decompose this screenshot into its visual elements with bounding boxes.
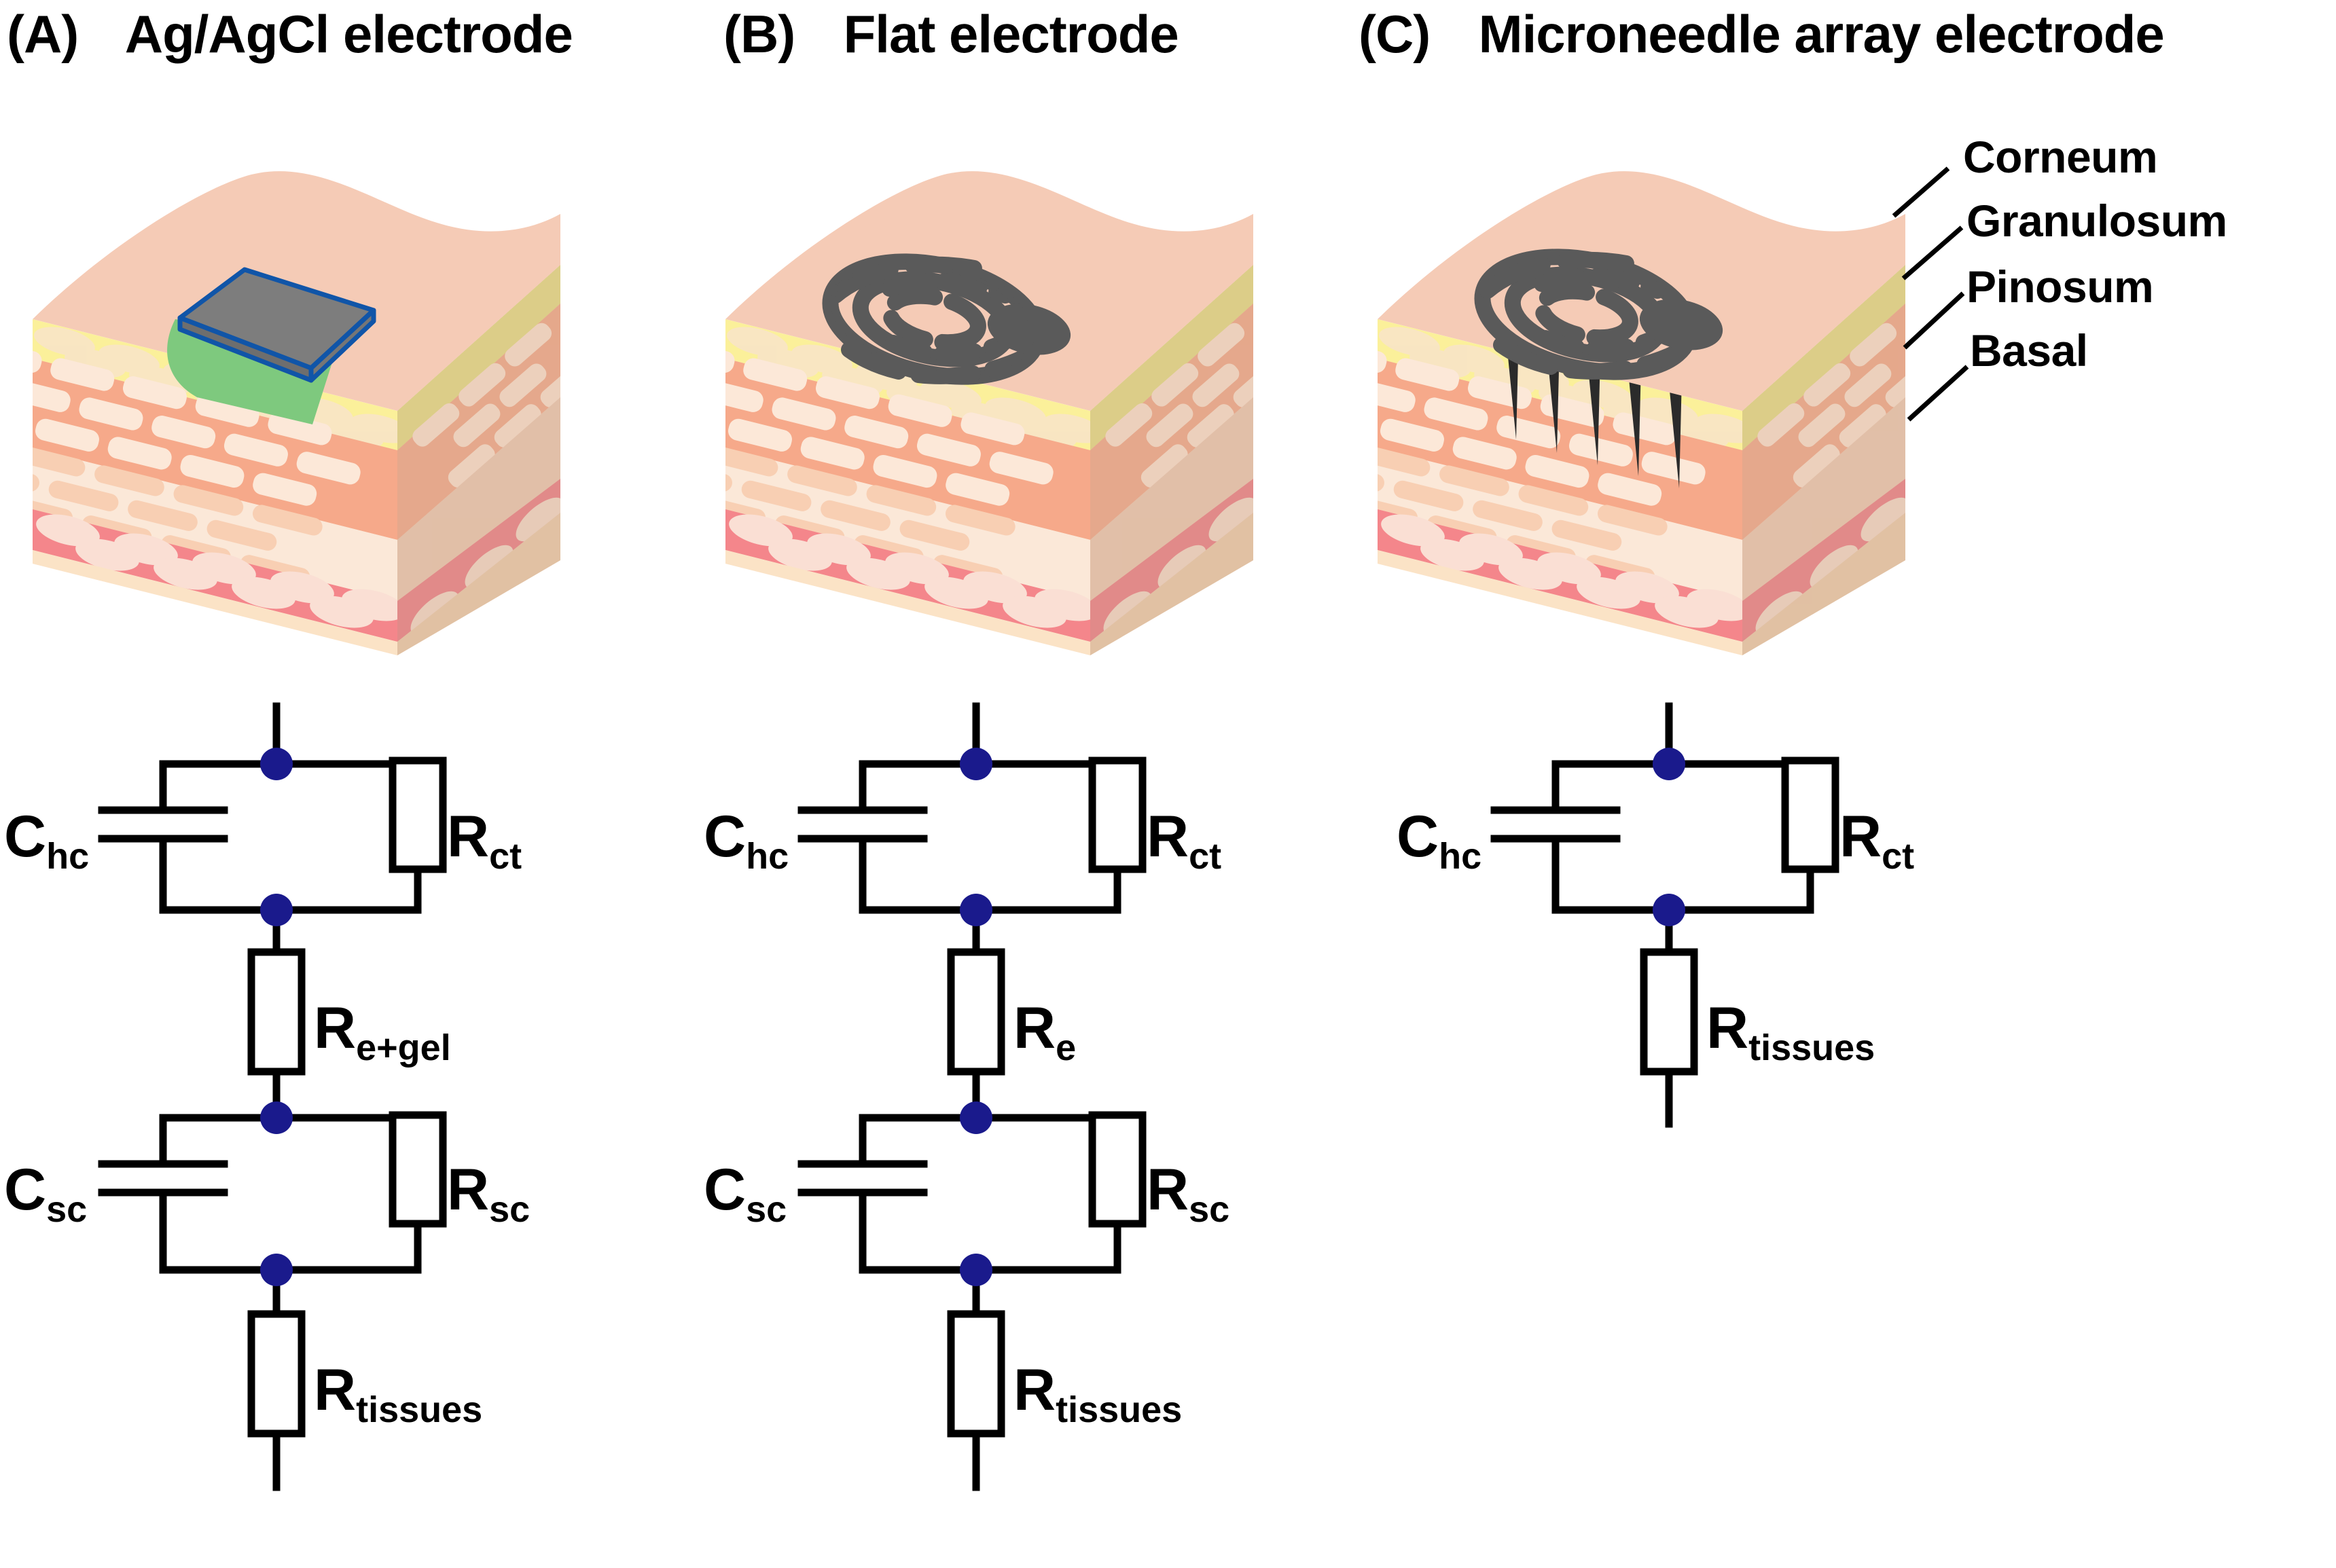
circuit-b xyxy=(797,702,1147,1491)
res-subscript: tissues xyxy=(356,1389,483,1431)
label-b-csc: Csc xyxy=(704,1156,787,1230)
circuit-node xyxy=(260,1254,293,1286)
res-symbol: R xyxy=(1013,1357,1056,1423)
cap-symbol: C xyxy=(704,804,747,869)
panel-b-tag: (B) xyxy=(723,4,795,64)
circuit-node xyxy=(960,748,992,780)
circuit-c xyxy=(1490,702,1839,1128)
res-subscript: e xyxy=(1056,1027,1077,1069)
circuit-node xyxy=(1653,894,1685,926)
label-c-rtissues: Rtissues xyxy=(1706,995,1875,1069)
cap-subscript: sc xyxy=(46,1189,88,1230)
cap-subscript: hc xyxy=(1439,836,1482,877)
panel-c-title-text: Microneedle array electrode xyxy=(1478,4,2165,64)
panel-b-title: (B) Flat electrode xyxy=(723,3,1179,65)
label-c-rct: Rct xyxy=(1839,803,1914,877)
res-subscript: tissues xyxy=(1748,1027,1875,1069)
circuit-node xyxy=(960,894,992,926)
skin-layer-label-granulosum: Granulosum xyxy=(1966,196,2227,246)
cap-symbol: C xyxy=(1397,804,1439,869)
cap-subscript: hc xyxy=(46,836,90,877)
res-symbol: R xyxy=(1013,996,1056,1061)
circuit-a xyxy=(98,702,447,1491)
cap-subscript: sc xyxy=(746,1189,787,1230)
label-c-chc: Chc xyxy=(1397,803,1481,877)
label-a-rtissues: Rtissues xyxy=(314,1357,482,1431)
label-b-rtissues: Rtissues xyxy=(1013,1357,1182,1431)
leader-line-granulosum xyxy=(1901,225,1964,280)
label-a-rct-text: Rct xyxy=(447,803,522,877)
res-subscript: e+gel xyxy=(356,1027,451,1069)
label-a-csc: Csc xyxy=(4,1156,87,1230)
res-symbol: R xyxy=(447,804,490,869)
skin-layer-label-basal: Basal xyxy=(1970,325,2088,376)
res-symbol: R xyxy=(447,1157,490,1222)
skin-block-a xyxy=(27,126,625,682)
label-a-rsc: Rsc xyxy=(447,1156,530,1230)
ag-agcl-electrode-icon xyxy=(177,267,376,383)
skin-layer-label-pinosum: Pinosum xyxy=(1966,261,2154,312)
skin-block-b xyxy=(720,126,1318,682)
cap-symbol: C xyxy=(704,1157,747,1222)
leader-line-basal xyxy=(1907,365,1969,422)
panel-b-title-text: Flat electrode xyxy=(843,4,1179,64)
panel-a-title-text: Ag/AgCl electrode xyxy=(124,4,573,64)
circuit-node xyxy=(960,1254,992,1286)
label-a-chc: Chc xyxy=(4,803,89,877)
label-b-re: Re xyxy=(1013,995,1076,1069)
res-symbol: R xyxy=(314,1357,357,1423)
res-subscript: tissues xyxy=(1056,1389,1183,1431)
leader-line-pinosum xyxy=(1903,291,1965,350)
res-symbol: R xyxy=(314,996,357,1061)
skin-layer-label-corneum: Corneum xyxy=(1963,132,2158,182)
panel-c-tag: (C) xyxy=(1359,4,1431,64)
leader-line-corneum xyxy=(1892,166,1950,218)
circuit-node xyxy=(1653,748,1685,780)
label-b-chc: Chc xyxy=(704,803,789,877)
panel-a-tag: (A) xyxy=(7,4,79,64)
res-symbol: R xyxy=(1706,996,1749,1061)
cap-subscript: hc xyxy=(746,836,789,877)
skin-layer-leaders xyxy=(1892,166,1969,422)
skin-block-c xyxy=(1372,126,1970,682)
res-subscript: ct xyxy=(1882,836,1915,877)
panel-a-title: (A) Ag/AgCl electrode xyxy=(7,3,573,65)
circuit-node xyxy=(260,1101,293,1134)
res-symbol: R xyxy=(1147,804,1189,869)
panel-c-title: (C) Microneedle array electrode xyxy=(1359,3,2165,65)
circuit-node xyxy=(260,748,293,780)
label-a-regel: Re+gel xyxy=(314,995,451,1069)
res-subscript: sc xyxy=(1189,1189,1230,1230)
res-subscript: ct xyxy=(489,836,522,877)
res-subscript: ct xyxy=(1189,836,1222,877)
cap-symbol: C xyxy=(4,804,47,869)
circuit-node xyxy=(960,1101,992,1134)
label-b-rct: Rct xyxy=(1147,803,1221,877)
res-subscript: sc xyxy=(489,1189,531,1230)
circuit-node xyxy=(260,894,293,926)
res-symbol: R xyxy=(1839,804,1882,869)
res-symbol: R xyxy=(1147,1157,1189,1222)
cap-symbol: C xyxy=(4,1157,47,1222)
label-b-rsc: Rsc xyxy=(1147,1156,1229,1230)
